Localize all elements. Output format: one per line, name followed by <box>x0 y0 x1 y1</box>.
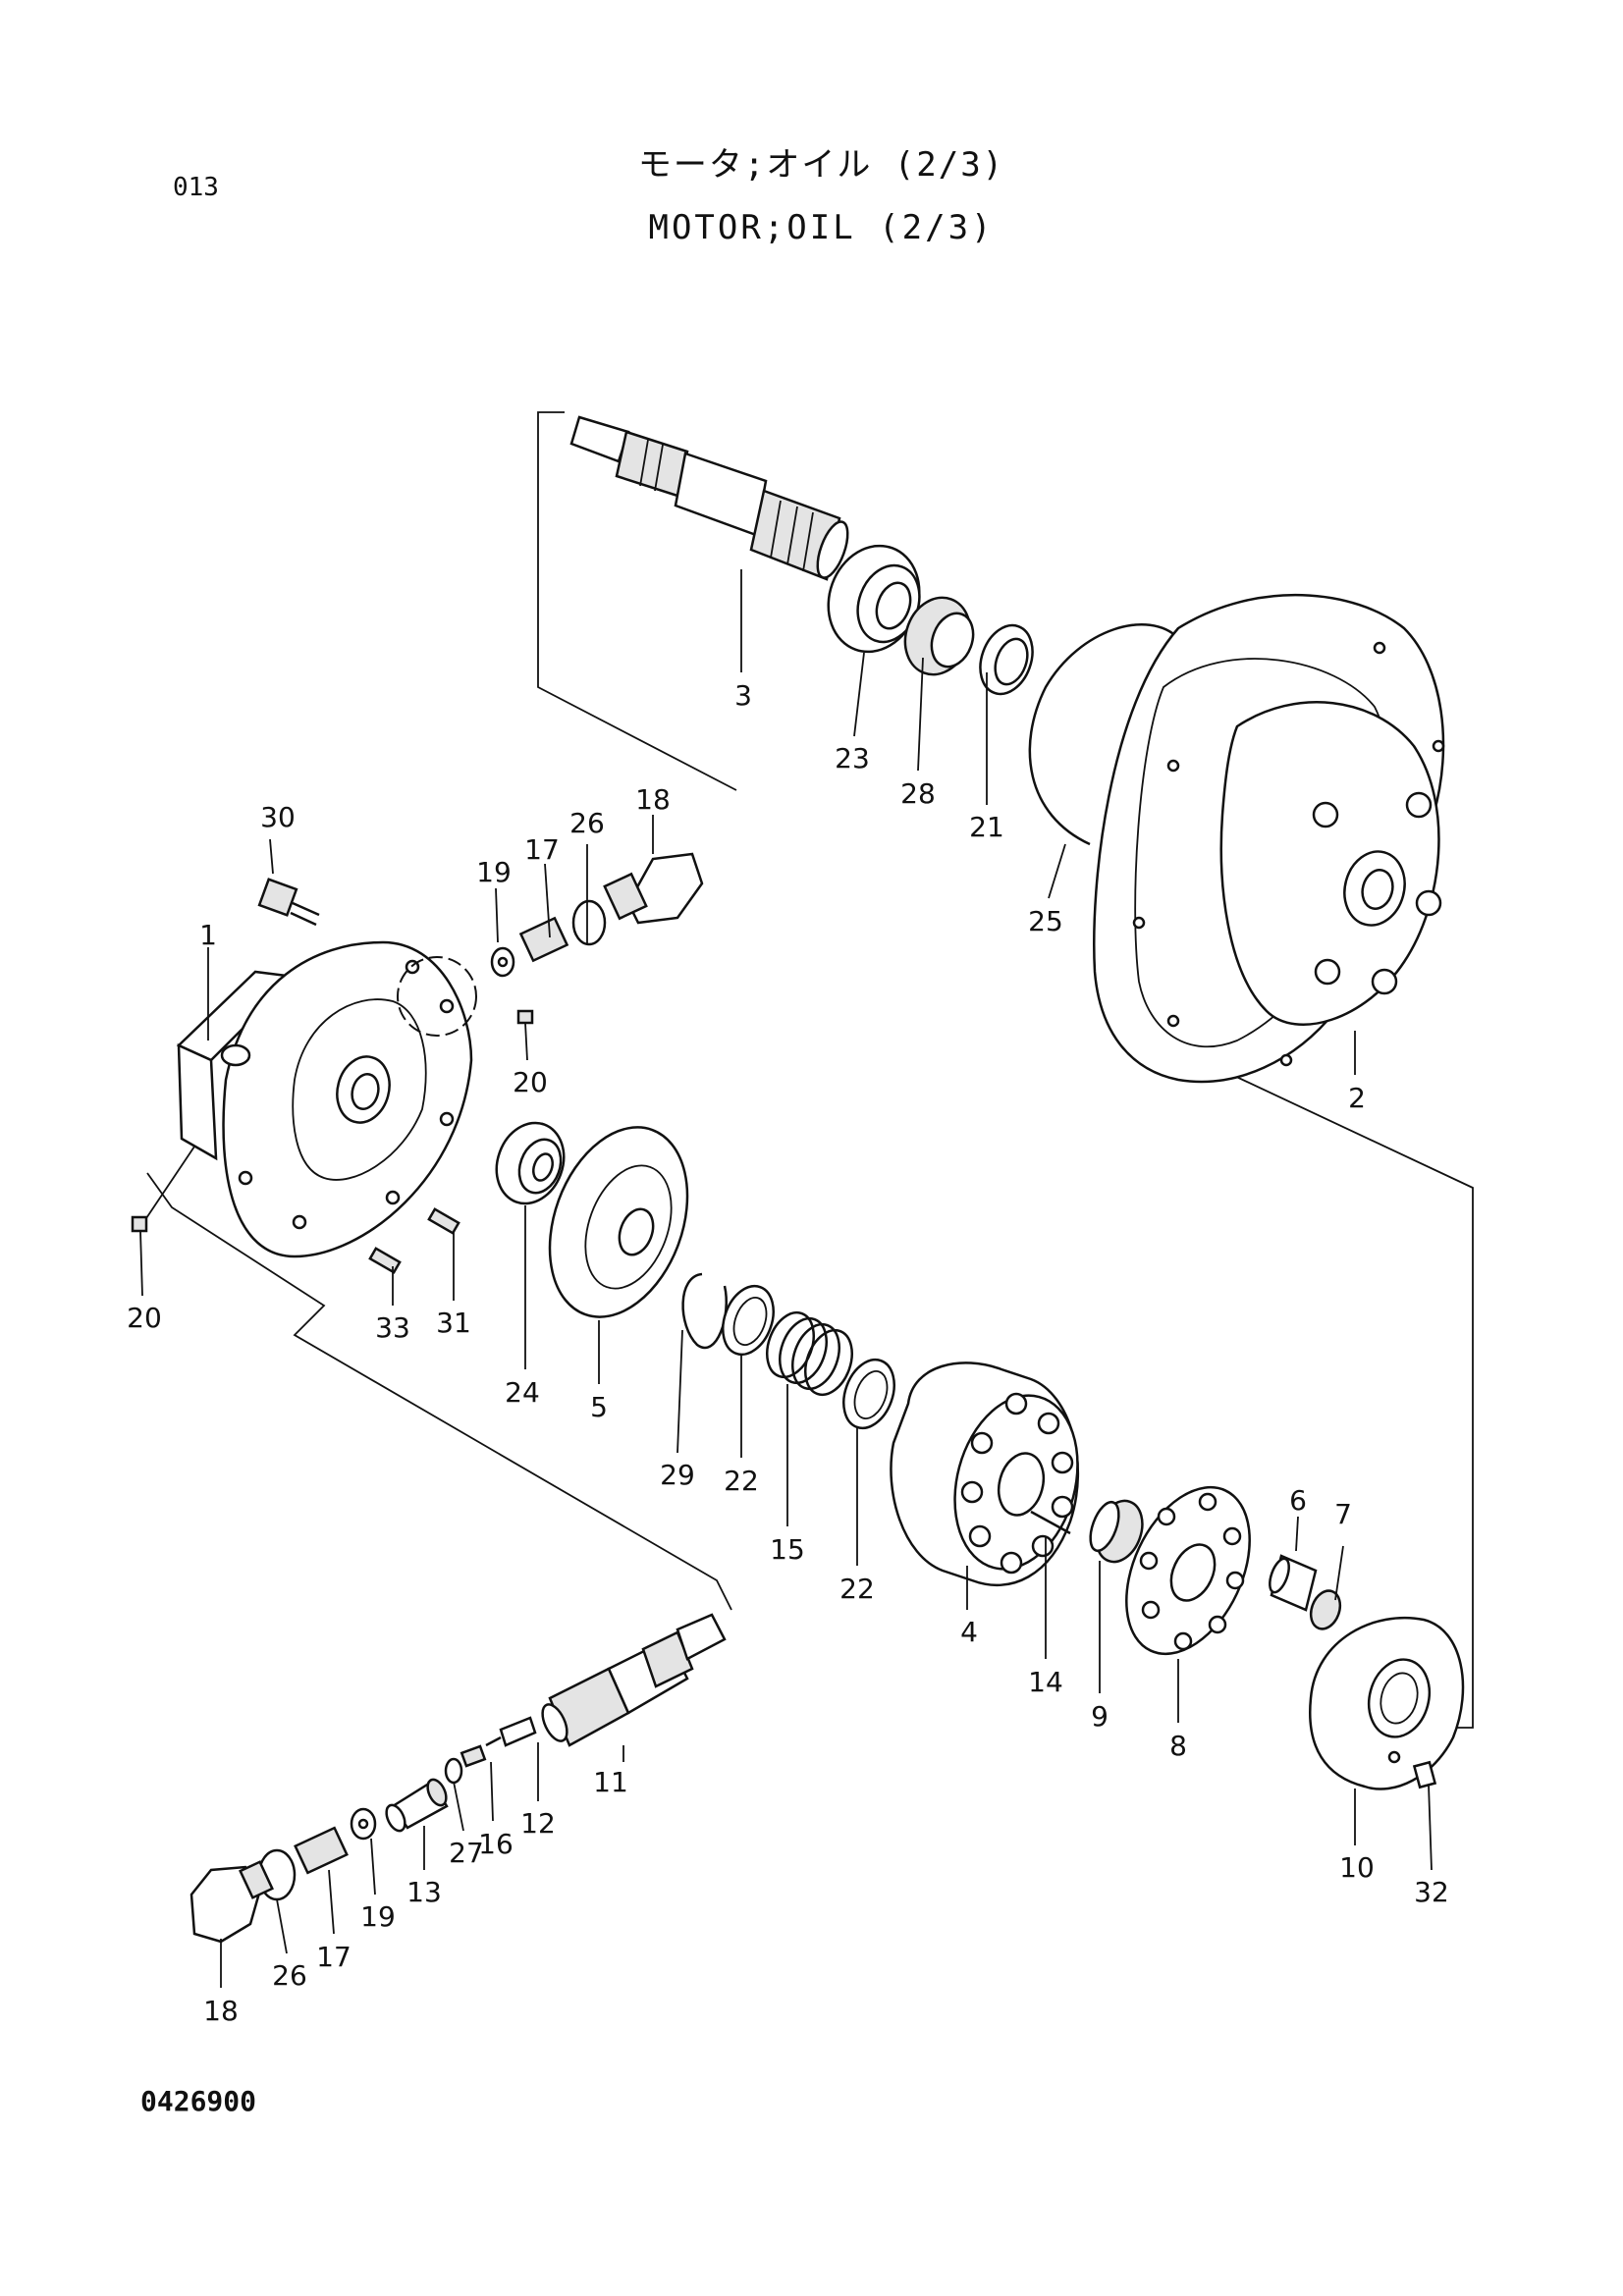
part-6-piston <box>1269 1554 1318 1612</box>
callout-8: 8 <box>1169 1730 1187 1762</box>
part-20-plug-b <box>131 1215 148 1233</box>
part-24-bearing <box>495 1121 566 1205</box>
part-26-o-ring-top <box>571 899 607 946</box>
part-14-pin <box>1030 1510 1071 1535</box>
callout-11: 11 <box>593 1766 628 1798</box>
part-32-pin <box>1412 1760 1437 1789</box>
part-17-spring-bottom <box>294 1826 349 1875</box>
callout-26-top: 26 <box>569 807 605 839</box>
callout-18-bottom: 18 <box>203 1995 239 2027</box>
part-7-shoe <box>1309 1589 1342 1630</box>
part-18-plug-bottom <box>189 1860 274 1944</box>
title-japanese: モータ;オイル (2/3) <box>637 145 1005 185</box>
callout-22-right: 22 <box>839 1573 875 1605</box>
part-2-housing <box>1093 593 1445 1084</box>
part-10-swash-plate <box>1309 1616 1465 1790</box>
callout-20-left: 20 <box>127 1302 162 1334</box>
callout-labels: 1 2 3 4 5 6 7 8 9 10 11 12 13 14 15 16 1… <box>127 679 1449 2027</box>
part-8-retainer-plate <box>1125 1485 1251 1656</box>
callout-13: 13 <box>406 1876 442 1908</box>
part-15-spring <box>766 1310 853 1397</box>
part-25-o-ring <box>1028 623 1179 846</box>
callout-30: 30 <box>260 801 296 833</box>
callout-2: 2 <box>1348 1082 1366 1114</box>
part-3-drive-shaft <box>569 415 849 581</box>
part-33-pin <box>368 1247 402 1274</box>
callout-25: 25 <box>1028 905 1063 937</box>
callout-32: 32 <box>1414 1876 1449 1908</box>
leader-lines <box>139 569 1433 1988</box>
callout-20-right: 20 <box>513 1066 548 1098</box>
part-28-oil-seal <box>903 596 975 676</box>
callout-5: 5 <box>590 1391 608 1423</box>
callout-9: 9 <box>1091 1700 1109 1733</box>
callout-14: 14 <box>1028 1666 1063 1698</box>
callout-26-bottom: 26 <box>272 1959 307 1992</box>
part-16-spring <box>460 1744 487 1768</box>
part-5-valve-plate <box>548 1126 689 1318</box>
callout-6: 6 <box>1289 1484 1307 1517</box>
callout-28: 28 <box>900 777 936 810</box>
part-18-plug-top <box>603 852 704 925</box>
part-9-bushing <box>1089 1499 1144 1564</box>
title-english: MOTOR;OIL (2/3) <box>648 208 995 247</box>
part-22-ring-b <box>842 1358 895 1430</box>
callout-18-top: 18 <box>635 783 671 816</box>
page-number: 013 <box>173 173 219 202</box>
callout-17-top: 17 <box>524 833 560 866</box>
callout-19-top: 19 <box>476 856 512 888</box>
callout-15: 15 <box>770 1533 805 1566</box>
part-30-bolt <box>257 878 320 927</box>
part-12-poppet <box>485 1716 537 1747</box>
part-13-piston <box>385 1778 449 1833</box>
part-1-casing <box>176 940 477 1258</box>
callout-29: 29 <box>660 1459 695 1491</box>
part-21-ring <box>979 623 1034 696</box>
drawing-number: 0426900 <box>140 2085 257 2117</box>
part-19-washer-top <box>490 946 515 978</box>
part-23-bearing <box>827 544 921 654</box>
callout-23: 23 <box>835 742 870 774</box>
part-31-pin <box>427 1207 460 1235</box>
callout-19-bottom: 19 <box>360 1900 396 1933</box>
part-29-snap-ring <box>681 1272 728 1349</box>
part-19-washer-bottom <box>350 1807 377 1841</box>
callout-1: 1 <box>199 919 217 951</box>
callout-17-bottom: 17 <box>316 1941 352 1973</box>
callout-33: 33 <box>375 1311 410 1344</box>
callout-31: 31 <box>436 1307 471 1339</box>
callout-3: 3 <box>734 679 752 712</box>
part-11-valve-spool <box>541 1613 727 1747</box>
callout-10: 10 <box>1339 1851 1375 1884</box>
callout-21: 21 <box>969 811 1004 843</box>
callout-7: 7 <box>1334 1498 1352 1530</box>
callout-4: 4 <box>960 1616 978 1648</box>
callout-12: 12 <box>520 1807 556 1840</box>
callout-22-left: 22 <box>724 1465 759 1497</box>
callout-16: 16 <box>478 1828 514 1860</box>
callout-24: 24 <box>505 1376 540 1409</box>
callout-27: 27 <box>449 1837 484 1869</box>
part-22-ring-a <box>722 1284 775 1357</box>
part-4-cylinder-block <box>890 1362 1080 1587</box>
part-27-ring <box>444 1757 463 1785</box>
part-20-plug-a <box>516 1009 534 1025</box>
part-17-spring-top <box>518 916 569 963</box>
